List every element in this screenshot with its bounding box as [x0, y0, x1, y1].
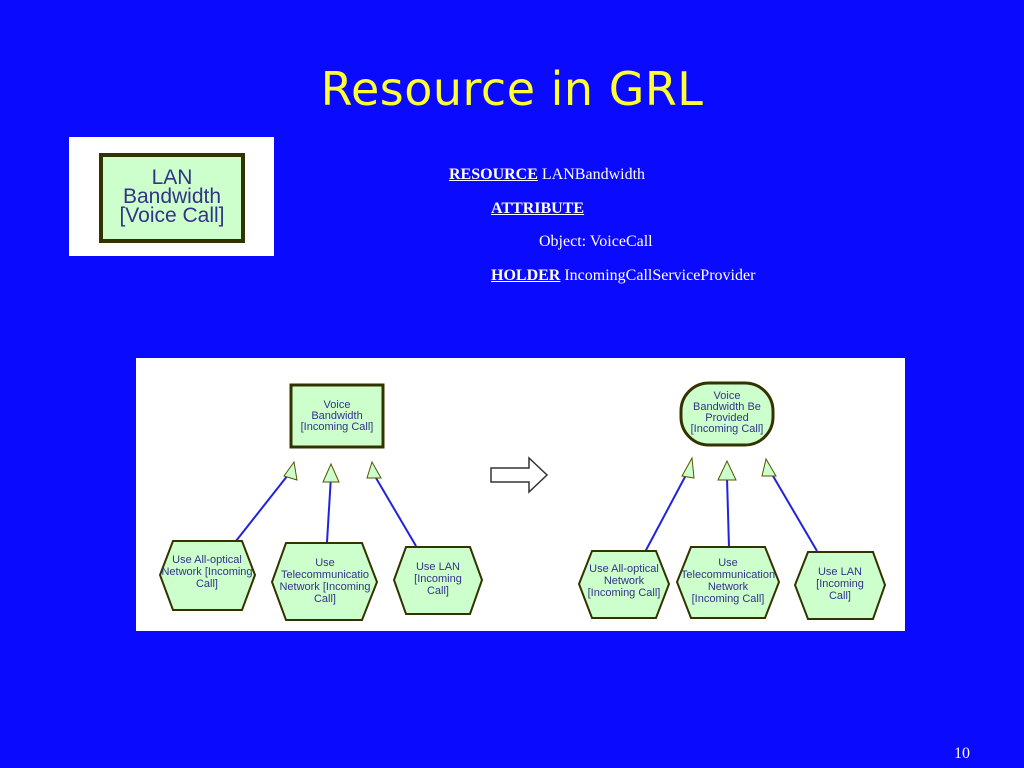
link-before-right — [375, 477, 417, 547]
link-before-left — [235, 474, 289, 542]
node-after-right-task — [793, 551, 887, 620]
contribution-triangle-after-left — [681, 456, 695, 479]
node-after-middle-task — [675, 546, 781, 619]
node-after-middle-line-3: Network — [708, 581, 749, 593]
node-after-root-line-3: Provided — [705, 412, 748, 424]
node-after-left-line-1: Use All-optical — [589, 563, 659, 575]
node-after-middle-line-4: [Incoming Call] — [692, 593, 765, 605]
node-before-middle-line-4: Call] — [314, 593, 336, 605]
node-before-root-line-1: Voice — [324, 399, 351, 411]
node-before-left-line-3: Call] — [196, 578, 218, 590]
page-number: 10 — [954, 745, 970, 762]
node-after-left-line-2: Network — [604, 575, 645, 587]
resource-name: LANBandwidth — [541, 166, 646, 183]
node-before-root-resource — [289, 383, 385, 449]
node-after-middle-line-1: Use — [718, 557, 738, 569]
contribution-triangle-before-right — [366, 460, 382, 479]
legend-line-2: Bandwidth — [123, 185, 221, 208]
node-before-middle-line-1: Use — [315, 557, 335, 569]
node-after-right-line-2: [Incoming — [816, 578, 864, 590]
node-after-middle-line-2: Telecommunication — [681, 569, 775, 581]
contribution-triangle-after-middle — [717, 459, 737, 481]
resource-legend-svg: LAN Bandwidth [Voice Call] — [99, 153, 245, 243]
resource-definition-line: RESOURCE LANBandwidth — [449, 166, 645, 184]
slide-title: Resource in GRL — [320, 62, 704, 116]
node-before-root-line-2: Bandwidth — [311, 410, 362, 422]
node-after-root-line-4: [Incoming Call] — [691, 423, 764, 435]
node-before-right-line-3: Call] — [427, 585, 449, 597]
holder-keyword: HOLDER — [491, 267, 561, 284]
attribute-keyword: ATTRIBUTE — [491, 200, 585, 217]
node-after-root-line-2: Bandwidth Be — [693, 401, 761, 413]
resource-keyword: RESOURCE — [449, 166, 538, 183]
attribute-value: Object: VoiceCall — [539, 233, 653, 250]
link-after-left — [644, 474, 687, 553]
node-after-root-line-1: Voice — [714, 390, 741, 402]
diagram-before: Voice Bandwidth [Incoming Call] Use All-… — [158, 383, 484, 621]
node-after-right-line-1: Use LAN — [818, 566, 862, 578]
node-before-left-task — [158, 540, 257, 611]
decomposition-diagram-svg: Voice Bandwidth [Incoming Call] Use All-… — [158, 381, 887, 621]
node-before-middle-line-3: Network [Incoming — [279, 581, 370, 593]
holder-definition-line: HOLDER IncomingCallServiceProvider — [491, 267, 755, 285]
legend-line-1: LAN — [152, 166, 193, 189]
link-after-middle — [726, 477, 730, 548]
node-before-right-task — [392, 546, 484, 615]
contribution-triangle-after-right — [761, 457, 777, 477]
link-before-middle — [326, 475, 332, 543]
link-after-right — [772, 475, 818, 552]
holder-name: IncomingCallServiceProvider — [564, 267, 756, 284]
node-before-right-line-1: Use LAN — [416, 561, 460, 573]
node-before-left-line-1: Use All-optical — [172, 554, 242, 566]
node-before-middle-line-2: Telecommunicatio — [281, 569, 369, 581]
resource-legend-rect — [99, 153, 245, 243]
resource-legend-panel: LAN Bandwidth [Voice Call] — [69, 137, 274, 256]
node-after-right-line-3: Call] — [829, 590, 851, 602]
attribute-definition-line: ATTRIBUTE — [491, 200, 584, 218]
decomposition-diagram-panel: Voice Bandwidth [Incoming Call] Use All-… — [136, 358, 905, 631]
node-before-middle-task — [270, 542, 379, 621]
contribution-triangle-before-middle — [322, 462, 340, 483]
legend-line-3: [Voice Call] — [119, 204, 224, 227]
node-after-left-task — [577, 550, 671, 619]
node-before-right-line-2: [Incoming — [414, 573, 462, 585]
node-before-left-line-2: Network [Incoming — [161, 566, 252, 578]
node-after-left-line-3: [Incoming Call] — [588, 587, 661, 599]
contribution-triangle-before-left — [283, 460, 298, 481]
node-after-root-goal — [679, 381, 775, 447]
node-before-root-line-3: [Incoming Call] — [301, 421, 374, 433]
diagram-after: Voice Bandwidth Be Provided [Incoming Ca… — [577, 381, 887, 620]
transform-arrow-icon — [490, 456, 549, 494]
